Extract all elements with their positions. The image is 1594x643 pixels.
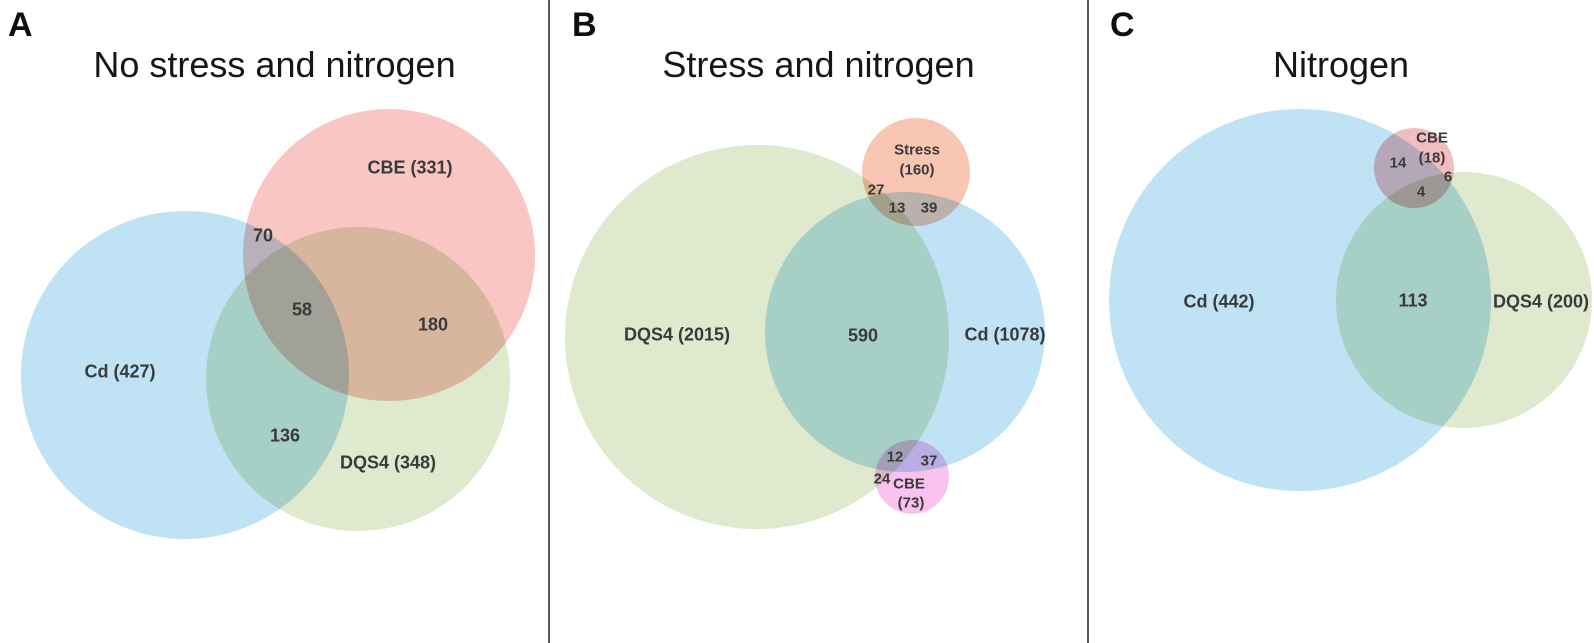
panel-c-title: Nitrogen xyxy=(1272,44,1410,85)
panel-b-label-cbe-line2: (73) xyxy=(897,494,925,512)
panel-b-label-cbe-line1: CBE xyxy=(893,475,925,493)
panel-c-label-dqs4: DQS4 (200) xyxy=(1492,291,1590,312)
panel-b-overlap-dqs4-stress: 27 xyxy=(867,181,885,199)
panel-b-label-cd: Cd (1078) xyxy=(964,324,1046,345)
panel-a-letter: A xyxy=(8,6,33,44)
panel-c-overlap-cd-dqs4: 113 xyxy=(1398,290,1428,311)
panel-a-overlap-center: 58 xyxy=(291,299,313,320)
panel-c-letter: C xyxy=(1110,6,1135,44)
panel-b-circle-cbe xyxy=(875,440,949,514)
panel-b-label-stress-line1: Stress xyxy=(894,141,940,159)
panel-divider-ab xyxy=(548,0,550,643)
panel-b-label-stress-line2: (160) xyxy=(899,161,935,179)
panel-a-label-cd: Cd (427) xyxy=(84,361,156,382)
panel-b-overlap-stress-cd: 39 xyxy=(920,199,938,217)
panel-b-circle-cd xyxy=(765,192,1045,472)
panel-c-label-cbe-line1: CBE xyxy=(1416,129,1448,147)
panel-c-overlap-center: 4 xyxy=(1416,183,1426,201)
panel-a-title: No stress and nitrogen xyxy=(93,44,456,85)
panel-c-label-cbe-line2: (18) xyxy=(1418,149,1446,167)
panel-a-overlap-cd-dqs4: 136 xyxy=(269,425,301,446)
panel-b-overlap-dqs4-stress-cd: 13 xyxy=(888,199,906,217)
panel-b-label-dqs4: DQS4 (2015) xyxy=(623,324,731,345)
panel-b-title: Stress and nitrogen xyxy=(662,44,975,85)
panel-a-overlap-cbe-dqs4: 180 xyxy=(417,314,449,335)
panel-c-label-cd: Cd (442) xyxy=(1183,291,1255,312)
panel-c-circle-dqs4 xyxy=(1336,172,1592,428)
panel-b-overlap-dqs4-cd: 590 xyxy=(847,325,879,346)
panel-divider-bc xyxy=(1087,0,1089,643)
panel-b-overlap-dqs4-cd-cbe: 12 xyxy=(886,448,904,466)
panel-b-overlap-cd-cbe: 37 xyxy=(920,452,938,470)
panel-c-overlap-cd-cbe: 14 xyxy=(1389,154,1407,172)
panel-a-circle-dqs4 xyxy=(206,227,510,531)
panel-c-overlap-cbe-dqs4: 6 xyxy=(1443,168,1453,186)
panel-b-circle-stress xyxy=(862,118,970,226)
panel-b-letter: B xyxy=(572,6,597,44)
panel-a-label-cbe: CBE (331) xyxy=(367,157,453,178)
panel-b-overlap-dqs4-cbe: 24 xyxy=(873,470,891,488)
panel-a-overlap-cd-cbe: 70 xyxy=(252,225,274,246)
panel-c-circle-cbe xyxy=(1374,128,1454,208)
panel-a-label-dqs4: DQS4 (348) xyxy=(339,452,437,473)
